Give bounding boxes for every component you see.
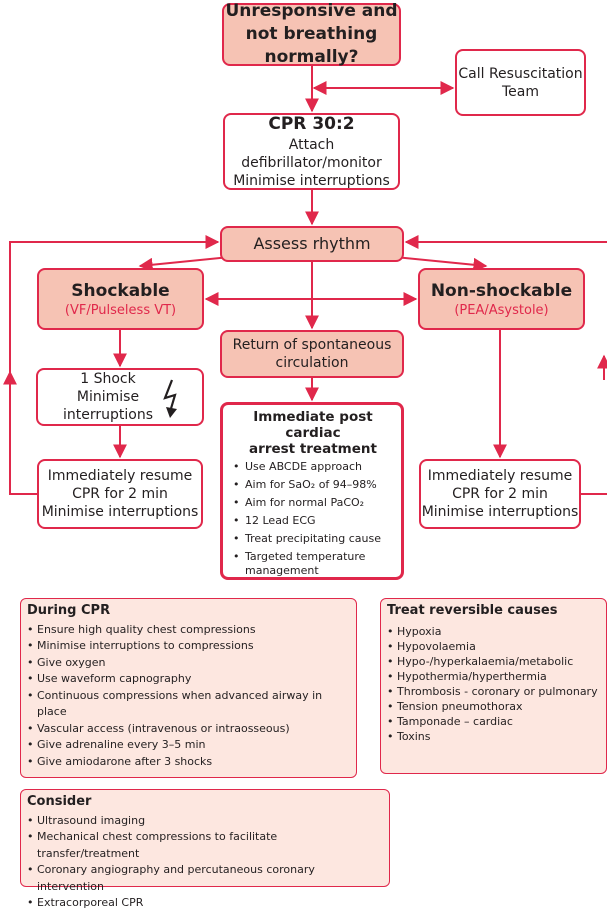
cpr-line-2: Minimise interruptions xyxy=(233,173,390,189)
lightning-bolt-icon xyxy=(163,379,177,418)
list-item: Aim for SaO₂ of 94–98% xyxy=(233,478,393,492)
list-item: Hypovolaemia xyxy=(387,639,600,654)
list-item: Thrombosis - coronary or pulmonary xyxy=(387,684,600,699)
shock-line-1: 1 Shock xyxy=(80,371,136,387)
call-team-line-2: Team xyxy=(501,83,539,100)
cpr-line-1: Attach defibrillator/monitor xyxy=(241,137,382,171)
resume-right-line-3: Minimise interruptions xyxy=(421,504,579,520)
resume-left-line-3: Minimise interruptions xyxy=(41,504,199,520)
list-item: Toxins xyxy=(387,729,600,744)
list-item: Ensure high quality chest compressions xyxy=(27,622,350,639)
list-item: Give oxygen xyxy=(27,655,350,672)
resume-cpr-right-box: Immediately resume CPR for 2 min Minimis… xyxy=(419,459,581,529)
post-cardiac-arrest-box: Immediate post cardiac arrest treatment … xyxy=(220,402,404,580)
list-item: Treat precipitating cause xyxy=(233,532,393,546)
post-title-line-2: arrest treatment xyxy=(249,441,377,457)
resume-cpr-left-box: Immediately resume CPR for 2 min Minimis… xyxy=(37,459,203,529)
non-shockable-title: Non-shockable xyxy=(430,280,573,301)
shock-line-2: Minimise xyxy=(76,389,140,405)
list-item: Targeted temperature management xyxy=(233,550,393,578)
post-treatment-list: Use ABCDE approach Aim for SaO₂ of 94–98… xyxy=(233,460,393,578)
assess-rhythm-label: Assess rhythm xyxy=(253,234,371,253)
reversible-causes-title: Treat reversible causes xyxy=(387,603,558,618)
call-team-line-1: Call Resuscitation xyxy=(458,65,583,82)
list-item: Ultrasound imaging xyxy=(27,813,383,830)
list-item: Continuous compressions when advanced ai… xyxy=(27,688,350,721)
resume-right-line-1: Immediately resume xyxy=(427,468,573,484)
list-item: Tamponade – cardiac xyxy=(387,714,600,729)
list-item: Tension pneumothorax xyxy=(387,699,600,714)
cpr-box: CPR 30:2 Attach defibrillator/monitor Mi… xyxy=(223,113,400,190)
resume-right-line-2: CPR for 2 min xyxy=(452,486,548,502)
non-shockable-subtitle: (PEA/Asystole) xyxy=(454,302,549,318)
assess-rhythm-box: Assess rhythm xyxy=(220,226,404,262)
reversible-causes-panel: Treat reversible causes Hypoxia Hypovola… xyxy=(380,598,607,774)
question-line-2: not breathing normally? xyxy=(245,24,378,67)
list-item: Use waveform capnography xyxy=(27,671,350,688)
non-shockable-box: Non-shockable (PEA/Asystole) xyxy=(418,268,585,330)
rosc-box: Return of spontaneous circulation xyxy=(220,330,404,378)
list-item: Minimise interruptions to compressions xyxy=(27,638,350,655)
consider-panel: Consider Ultrasound imaging Mechanical c… xyxy=(20,789,390,911)
list-item: Aim for normal PaCO₂ xyxy=(233,496,393,510)
consider-title: Consider xyxy=(27,794,92,809)
list-item: Hypo-/hyperkalaemia/metabolic xyxy=(387,654,600,669)
list-item: Extracorporeal CPR xyxy=(27,895,383,912)
unresponsive-question-box: Unresponsive and not breathing normally? xyxy=(222,1,401,67)
shockable-subtitle: (VF/Pulseless VT) xyxy=(64,302,177,318)
list-item: Vascular access (intravenous or intraoss… xyxy=(27,721,350,738)
shock-line-3: interruptions xyxy=(62,407,153,423)
during-cpr-panel: During CPR Ensure high quality chest com… xyxy=(20,598,357,778)
list-item: Mechanical chest compressions to facilit… xyxy=(27,829,383,862)
list-item: Coronary angiography and percutaneous co… xyxy=(27,862,383,895)
rosc-line-2: circulation xyxy=(275,355,349,371)
resume-left-line-1: Immediately resume xyxy=(47,468,193,484)
list-item: Use ABCDE approach xyxy=(233,460,393,474)
resume-left-line-2: CPR for 2 min xyxy=(72,486,168,502)
cpr-title: CPR 30:2 xyxy=(268,114,355,134)
shockable-box: Shockable (VF/Pulseless VT) xyxy=(37,268,204,330)
list-item: Hypoxia xyxy=(387,624,600,639)
call-resuscitation-team-box: Call Resuscitation Team xyxy=(455,49,586,116)
shockable-title: Shockable xyxy=(71,280,170,301)
question-line-1: Unresponsive and xyxy=(225,1,398,21)
list-item: 12 Lead ECG xyxy=(233,514,393,528)
list-item: Hypothermia/hyperthermia xyxy=(387,669,600,684)
during-cpr-title: During CPR xyxy=(27,603,111,618)
list-item: Give amiodarone after 3 shocks xyxy=(27,754,350,771)
list-item: Give adrenaline every 3–5 min xyxy=(27,737,350,754)
shock-box: 1 Shock Minimise interruptions xyxy=(36,368,204,426)
rosc-line-1: Return of spontaneous xyxy=(232,337,392,353)
post-title-line-1: Immediate post cardiac xyxy=(253,409,373,441)
